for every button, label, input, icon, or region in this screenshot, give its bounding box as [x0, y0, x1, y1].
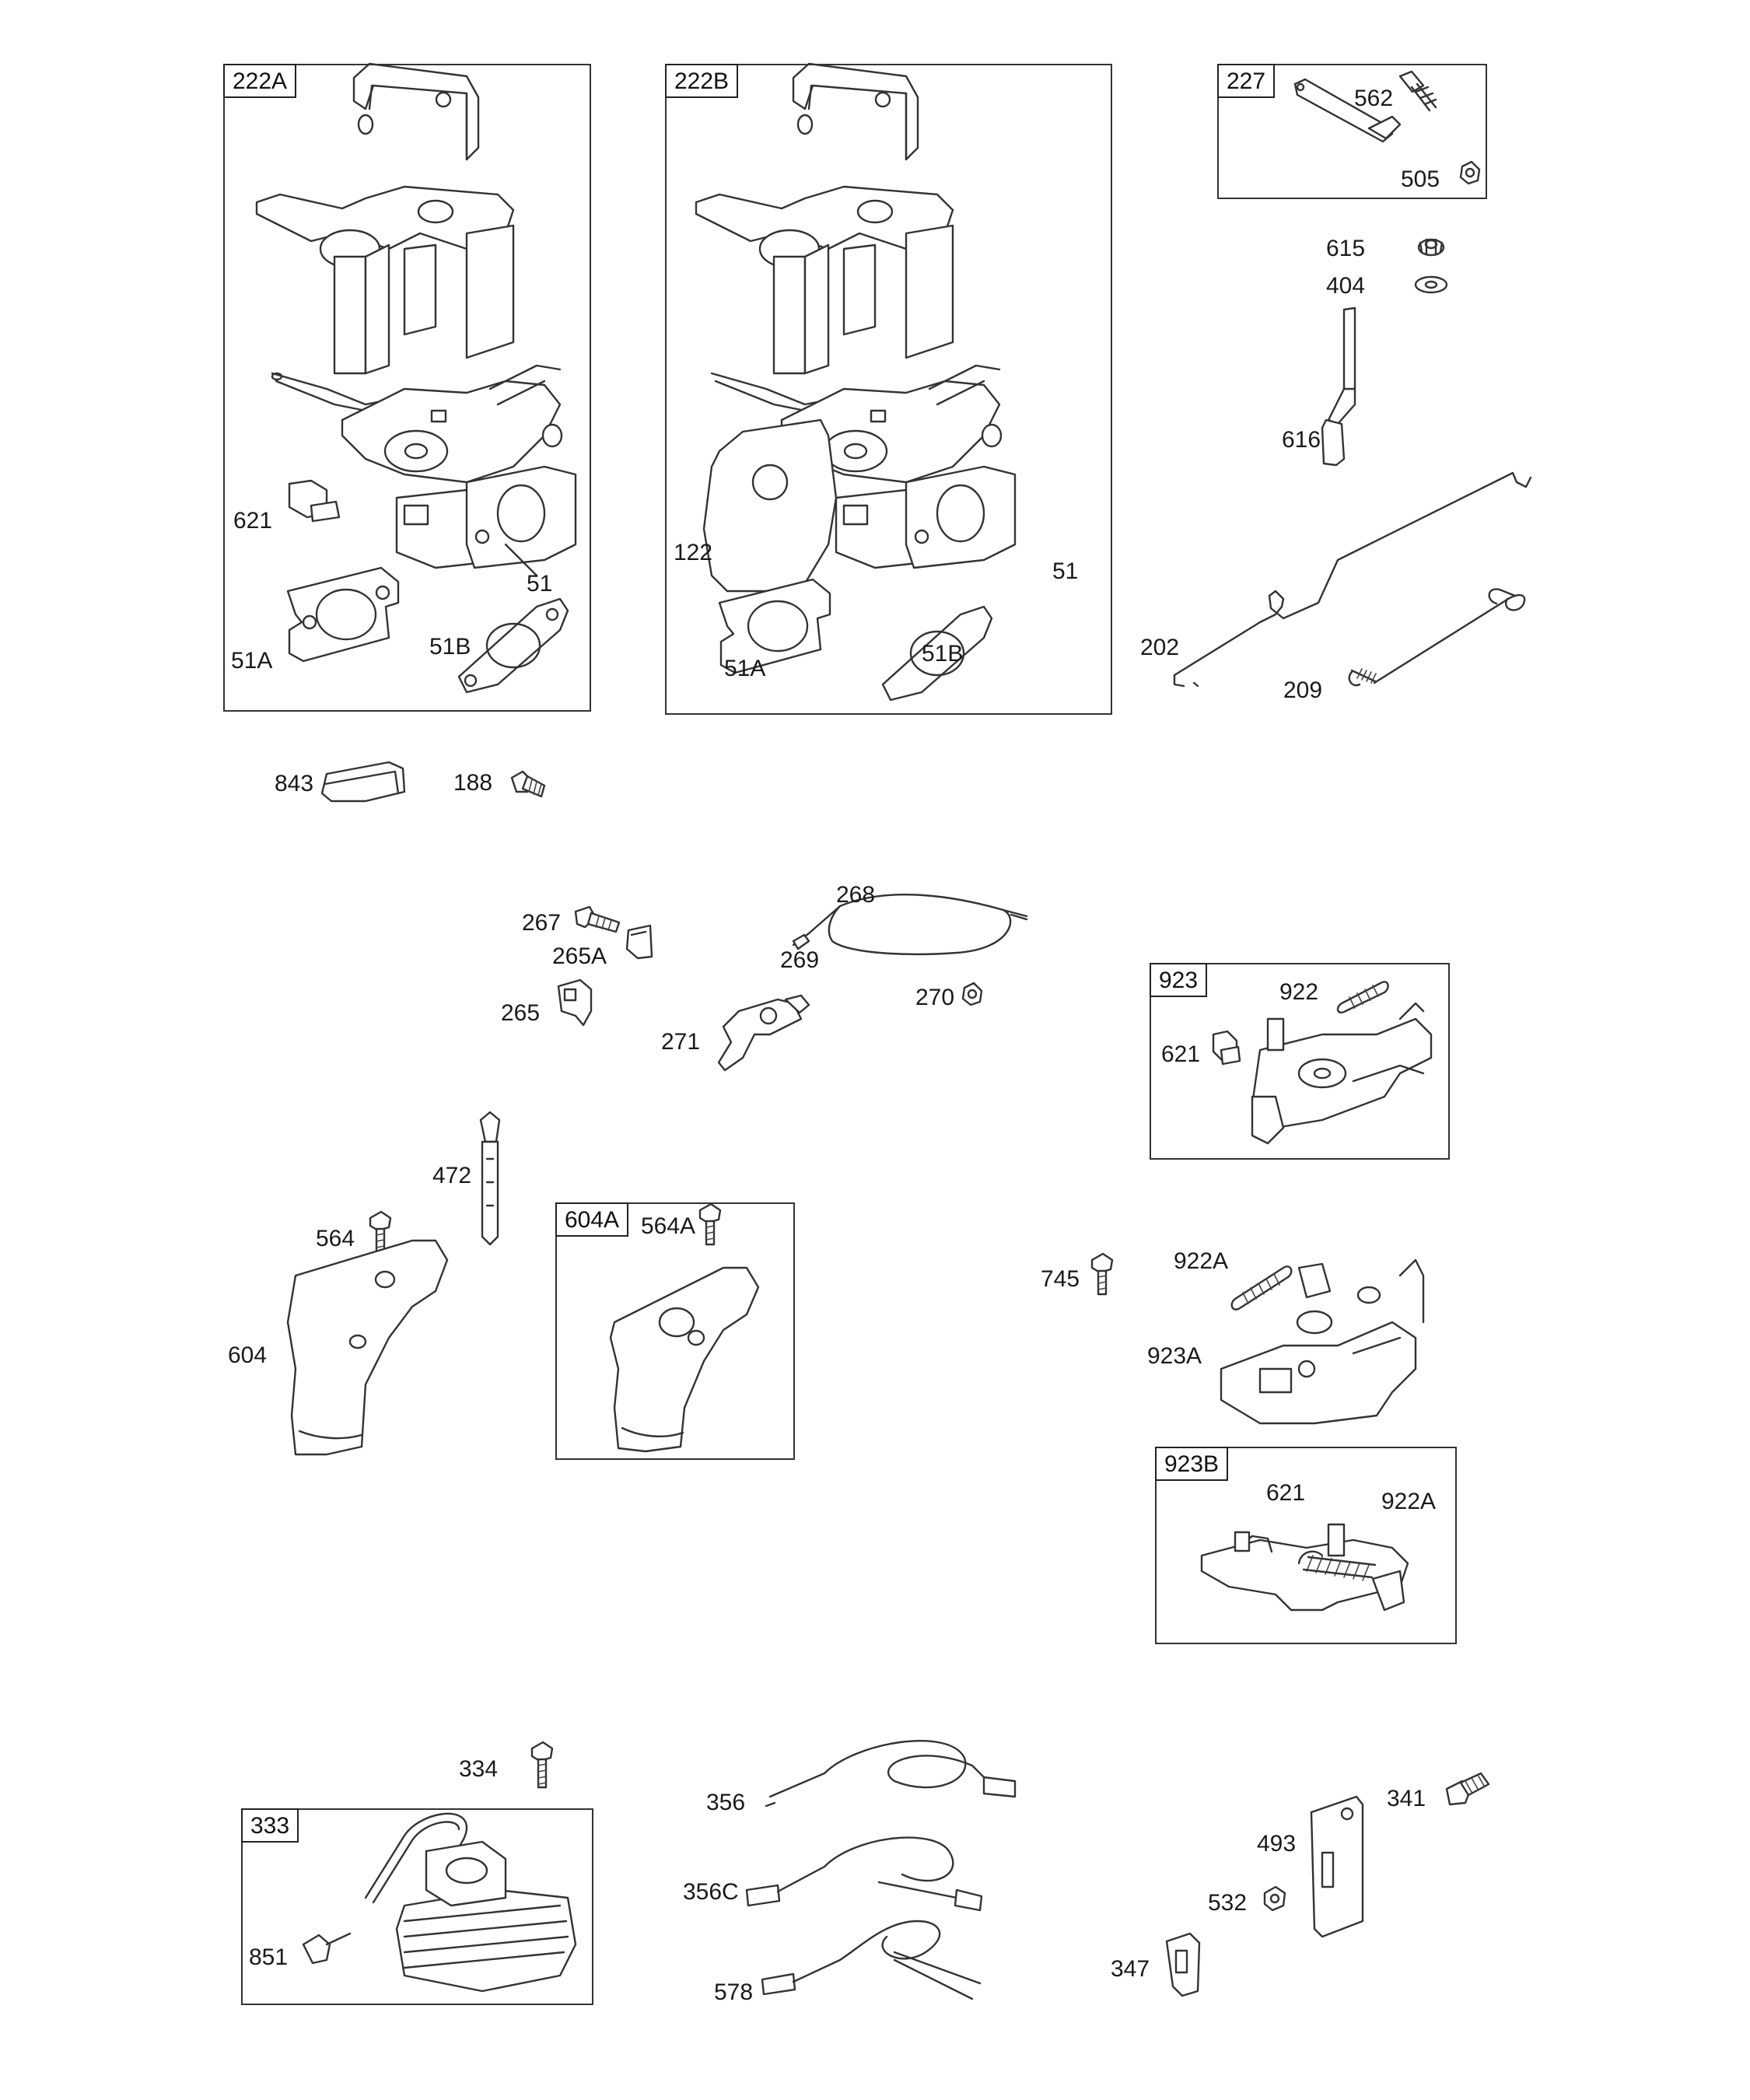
- part-label-578: 578: [714, 1979, 754, 2005]
- part-label-616: 616: [1282, 427, 1321, 453]
- part-label-267: 267: [522, 910, 562, 936]
- plate-493-drawing: [1310, 1795, 1364, 1938]
- group-box-222b: [665, 64, 1112, 715]
- control-bracket-222b-drawing: [695, 62, 1017, 702]
- part-label-564a: 564A: [641, 1213, 696, 1239]
- armature-333-drawing: [302, 1812, 577, 1993]
- dipstick-472-drawing: [479, 1111, 501, 1246]
- part-label-851: 851: [249, 1944, 289, 1970]
- part-label-615: 615: [1326, 236, 1366, 261]
- screw-564-drawing: [369, 1210, 392, 1254]
- screw-188-drawing: [510, 770, 546, 798]
- shaft-616-drawing: [1321, 238, 1448, 467]
- group-tag-923: 923: [1150, 963, 1208, 997]
- part-label-202: 202: [1140, 635, 1180, 660]
- part-label-334: 334: [459, 1756, 499, 1782]
- housing-604-drawing: [286, 1239, 449, 1456]
- part-label-356: 356: [706, 1790, 746, 1815]
- group-tag-222a: 222A: [223, 64, 297, 98]
- part-label-269: 269: [780, 947, 820, 973]
- part-label-562: 562: [1354, 86, 1394, 111]
- part-label-51: 51: [527, 571, 553, 597]
- part-label-51a: 51A: [231, 648, 273, 674]
- part-label-493: 493: [1257, 1831, 1297, 1857]
- group-box-333: [241, 1808, 593, 2005]
- housing-604a-drawing: [609, 1266, 760, 1453]
- governor-923a-drawing: [1220, 1258, 1425, 1425]
- part-label-341: 341: [1387, 1786, 1426, 1811]
- wire-356-drawing: [765, 1740, 1017, 1808]
- lever-227-drawing: [1293, 70, 1481, 185]
- group-box-923b: [1155, 1447, 1457, 1644]
- part-label-564: 564: [316, 1226, 355, 1251]
- linkage-202-drawing: [1173, 471, 1532, 688]
- block-347-drawing: [1165, 1932, 1201, 1997]
- governor-923-drawing: [1212, 981, 1433, 1145]
- wire-578-drawing: [761, 1920, 982, 2000]
- governor-923b-drawing: [1200, 1523, 1409, 1612]
- part-label-621: 621: [1266, 1480, 1306, 1506]
- screw-334-drawing: [530, 1741, 554, 1789]
- control-bracket-222a-drawing: [255, 62, 577, 694]
- part-label-268: 268: [836, 882, 876, 908]
- part-label-923a: 923A: [1147, 1343, 1202, 1369]
- part-label-621: 621: [233, 508, 273, 534]
- part-label-265: 265: [501, 1000, 541, 1026]
- part-label-922a: 922A: [1381, 1489, 1437, 1514]
- part-label-404: 404: [1326, 273, 1366, 299]
- part-label-51b: 51B: [922, 641, 964, 667]
- group-tag-604a: 604A: [555, 1202, 629, 1237]
- screw-745-drawing: [1090, 1252, 1114, 1296]
- part-label-209: 209: [1283, 677, 1323, 703]
- part-label-122: 122: [674, 540, 713, 565]
- part-label-745: 745: [1041, 1266, 1080, 1292]
- wire-356c-drawing: [745, 1836, 983, 1912]
- part-label-922a: 922A: [1174, 1248, 1229, 1274]
- group-box-923: [1150, 963, 1450, 1160]
- group-tag-333: 333: [241, 1808, 299, 1843]
- group-tag-923b: 923B: [1155, 1447, 1229, 1481]
- part-label-843: 843: [275, 771, 314, 796]
- part-label-472: 472: [432, 1163, 472, 1188]
- nut-532-drawing: [1263, 1885, 1286, 1912]
- fitting-341-drawing: [1445, 1772, 1490, 1806]
- part-label-621: 621: [1161, 1041, 1201, 1067]
- group-box-222a: [223, 64, 591, 712]
- part-label-265a: 265A: [552, 943, 607, 969]
- part-label-51a: 51A: [724, 656, 766, 681]
- part-label-604: 604: [228, 1342, 268, 1368]
- part-label-356c: 356C: [683, 1879, 739, 1905]
- part-label-505: 505: [1401, 166, 1440, 192]
- part-label-347: 347: [1111, 1956, 1150, 1982]
- group-box-227: [1217, 64, 1487, 199]
- part-label-270: 270: [915, 985, 955, 1010]
- throttle-parts-drawing: [557, 894, 1028, 1072]
- group-box-604a: [555, 1202, 795, 1460]
- part-label-188: 188: [453, 770, 493, 796]
- screw-564a-drawing: [698, 1202, 722, 1246]
- part-label-532: 532: [1208, 1890, 1248, 1916]
- group-tag-222b: 222B: [665, 64, 739, 98]
- part-label-271: 271: [661, 1029, 701, 1055]
- part-label-51b: 51B: [429, 634, 471, 660]
- group-tag-227: 227: [1217, 64, 1276, 98]
- pad-843-drawing: [320, 761, 406, 803]
- part-label-51: 51: [1052, 558, 1079, 584]
- part-label-922: 922: [1279, 979, 1319, 1005]
